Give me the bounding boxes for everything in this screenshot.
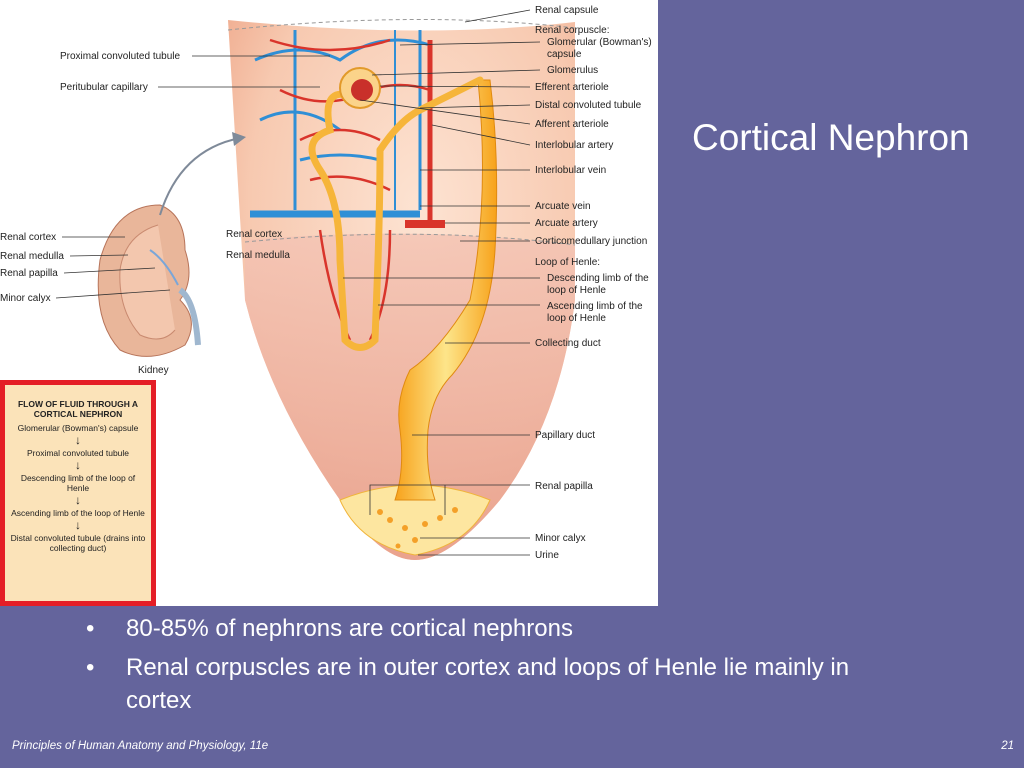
slide-title: Cortical Nephron	[692, 117, 970, 158]
label-glomerular-capsule-2: capsule	[547, 49, 582, 60]
label-glomerulus: Glomerulus	[547, 65, 598, 76]
label-renal-corpuscle: Renal corpuscle:	[535, 25, 609, 36]
flow-step: Glomerular (Bowman's) capsule	[17, 423, 139, 433]
bullet-text: Renal corpuscles are in outer cortex and…	[126, 654, 850, 714]
label-renal-medulla: Renal medulla	[226, 250, 290, 261]
label-kidney-renal-papilla: Renal papilla	[0, 268, 58, 279]
label-distal-tubule: Distal convoluted tubule	[535, 100, 642, 111]
label-minor-calyx: Minor calyx	[535, 533, 586, 544]
label-efferent-arteriole: Efferent arteriole	[535, 82, 609, 93]
bullet-text: 80-85% of nephrons are cortical nephrons	[126, 615, 573, 642]
label-renal-cortex: Renal cortex	[226, 229, 282, 240]
nephron-diagram: Renal capsule Renal corpuscle: Glomerula…	[0, 5, 652, 561]
corticomedullary-line	[244, 233, 576, 246]
label-kidney-renal-medulla: Renal medulla	[0, 251, 64, 262]
label-ascending-limb: Ascending limb of the	[547, 301, 643, 312]
bullet-item: • 80-85% of nephrons are cortical nephro…	[86, 612, 886, 645]
label-renal-papilla: Renal papilla	[535, 481, 593, 492]
label-kidney-renal-cortex: Renal cortex	[0, 232, 56, 243]
bullet-icon: •	[86, 615, 95, 642]
renal-capsule-line	[227, 18, 576, 31]
flow-summary-box: FLOW OF FLUID THROUGH A CORTICAL NEPHRON…	[0, 380, 156, 606]
bullet-item: • Renal corpuscles are in outer cortex a…	[86, 651, 886, 717]
label-afferent-arteriole: Afferent arteriole	[535, 119, 609, 130]
label-ascending-limb-2: loop of Henle	[547, 313, 606, 324]
label-renal-capsule: Renal capsule	[535, 5, 599, 16]
label-kidney: Kidney	[138, 365, 169, 376]
nephron-figure: Renal capsule Renal corpuscle: Glomerula…	[0, 0, 658, 606]
label-loop-of-henle: Loop of Henle:	[535, 257, 600, 268]
bullet-icon: •	[86, 654, 95, 681]
label-proximal-tubule: Proximal convoluted tubule	[60, 51, 181, 62]
page-number: 21	[1001, 740, 1014, 752]
label-arcuate-artery: Arcuate artery	[535, 218, 598, 229]
label-collecting-duct: Collecting duct	[535, 338, 601, 349]
flow-box-title: FLOW OF FLUID THROUGH A CORTICAL NEPHRON	[17, 399, 139, 419]
flow-arrow-icon: ↓	[75, 433, 81, 447]
flow-arrow-icon: ↓	[75, 458, 81, 472]
label-papillary-duct: Papillary duct	[535, 430, 595, 441]
label-interlobular-vein: Interlobular vein	[535, 165, 606, 176]
label-urine: Urine	[535, 550, 559, 561]
label-descending-limb-2: loop of Henle	[547, 285, 606, 296]
flow-arrow-icon: ↓	[75, 518, 81, 532]
flow-step: Descending limb of the loop of Henle	[20, 473, 136, 493]
label-kidney-minor-calyx: Minor calyx	[0, 293, 51, 304]
flow-step: Ascending limb of the loop of Henle	[11, 508, 145, 518]
bullet-list: • 80-85% of nephrons are cortical nephro…	[86, 612, 886, 723]
flow-arrow-icon: ↓	[75, 493, 81, 507]
label-peritubular-capillary: Peritubular capillary	[60, 82, 148, 93]
flow-step: Proximal convoluted tubule	[26, 448, 130, 458]
label-descending-limb: Descending limb of the	[547, 273, 649, 284]
kidney-illustration	[97, 204, 201, 357]
footer-text: Principles of Human Anatomy and Physiolo…	[12, 740, 269, 752]
flow-step: Distal convoluted tubule (drains into co…	[10, 533, 146, 553]
label-arcuate-vein: Arcuate vein	[535, 201, 591, 212]
label-interlobular-artery: Interlobular artery	[535, 140, 613, 151]
label-corticomedullary-junction: Corticomedullary junction	[535, 236, 647, 247]
zoom-arrow	[159, 137, 241, 216]
label-glomerular-capsule: Glomerular (Bowman's)	[547, 37, 652, 48]
collecting-duct-shape	[394, 79, 498, 501]
